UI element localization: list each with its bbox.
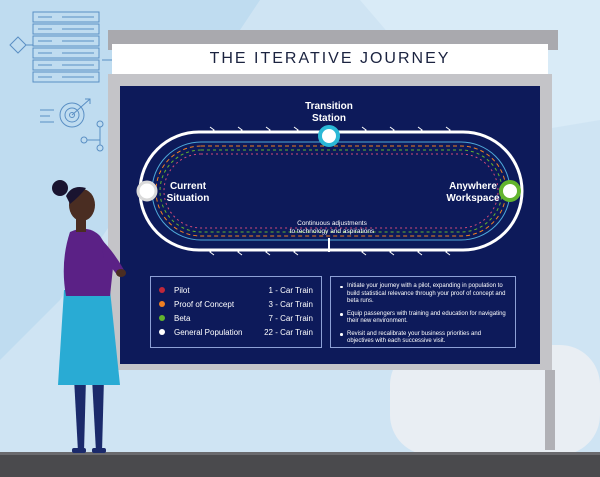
legend-value: 7 - Car Train: [268, 313, 313, 323]
legend-item: Pilot 1 - Car Train: [159, 283, 313, 297]
legend: Pilot 1 - Car Train Proof of Concept 3 -…: [150, 276, 322, 348]
legend-item: General Population 22 - Car Train: [159, 325, 313, 339]
target-icon: [40, 98, 91, 128]
network-icon: [80, 120, 104, 152]
legend-dot-icon: [159, 287, 165, 293]
flowchart-icon: [9, 11, 100, 83]
legend-dot-icon: [159, 301, 165, 307]
legend-name: Beta: [174, 313, 191, 323]
anywhere-station-icon: [499, 180, 521, 202]
ground-edge: [0, 452, 600, 455]
board-post: [545, 370, 555, 450]
legend-item: Proof of Concept 3 - Car Train: [159, 297, 313, 311]
legend-value: 1 - Car Train: [268, 285, 313, 295]
tip-item: Initiate your journey with a pilot, expa…: [339, 283, 507, 306]
ground: [0, 452, 600, 477]
legend-name: Pilot: [174, 285, 190, 295]
legend-name: General Population: [174, 327, 243, 337]
legend-item: Beta 7 - Car Train: [159, 311, 313, 325]
track-direction-arrows-bottom: [209, 248, 451, 256]
current-station-icon: [136, 180, 158, 202]
legend-value: 3 - Car Train: [268, 299, 313, 309]
tip-item: Equip passengers with training and educa…: [339, 311, 507, 326]
legend-value: 22 - Car Train: [264, 327, 313, 337]
transition-station-icon: [318, 125, 340, 147]
board-title-strip: [112, 44, 548, 74]
legend-dot-icon: [159, 315, 165, 321]
board-title: THE ITERATIVE JOURNEY: [209, 50, 451, 67]
person-figure: [52, 180, 126, 453]
legend-dot-icon: [159, 329, 165, 335]
tips-panel: Initiate your journey with a pilot, expa…: [330, 276, 516, 348]
track-lane-red: [163, 153, 499, 229]
tip-item: Revisit and recalibrate your business pr…: [339, 331, 507, 346]
legend-name: Proof of Concept: [174, 299, 235, 309]
track-direction-arrows-top: [209, 126, 451, 134]
